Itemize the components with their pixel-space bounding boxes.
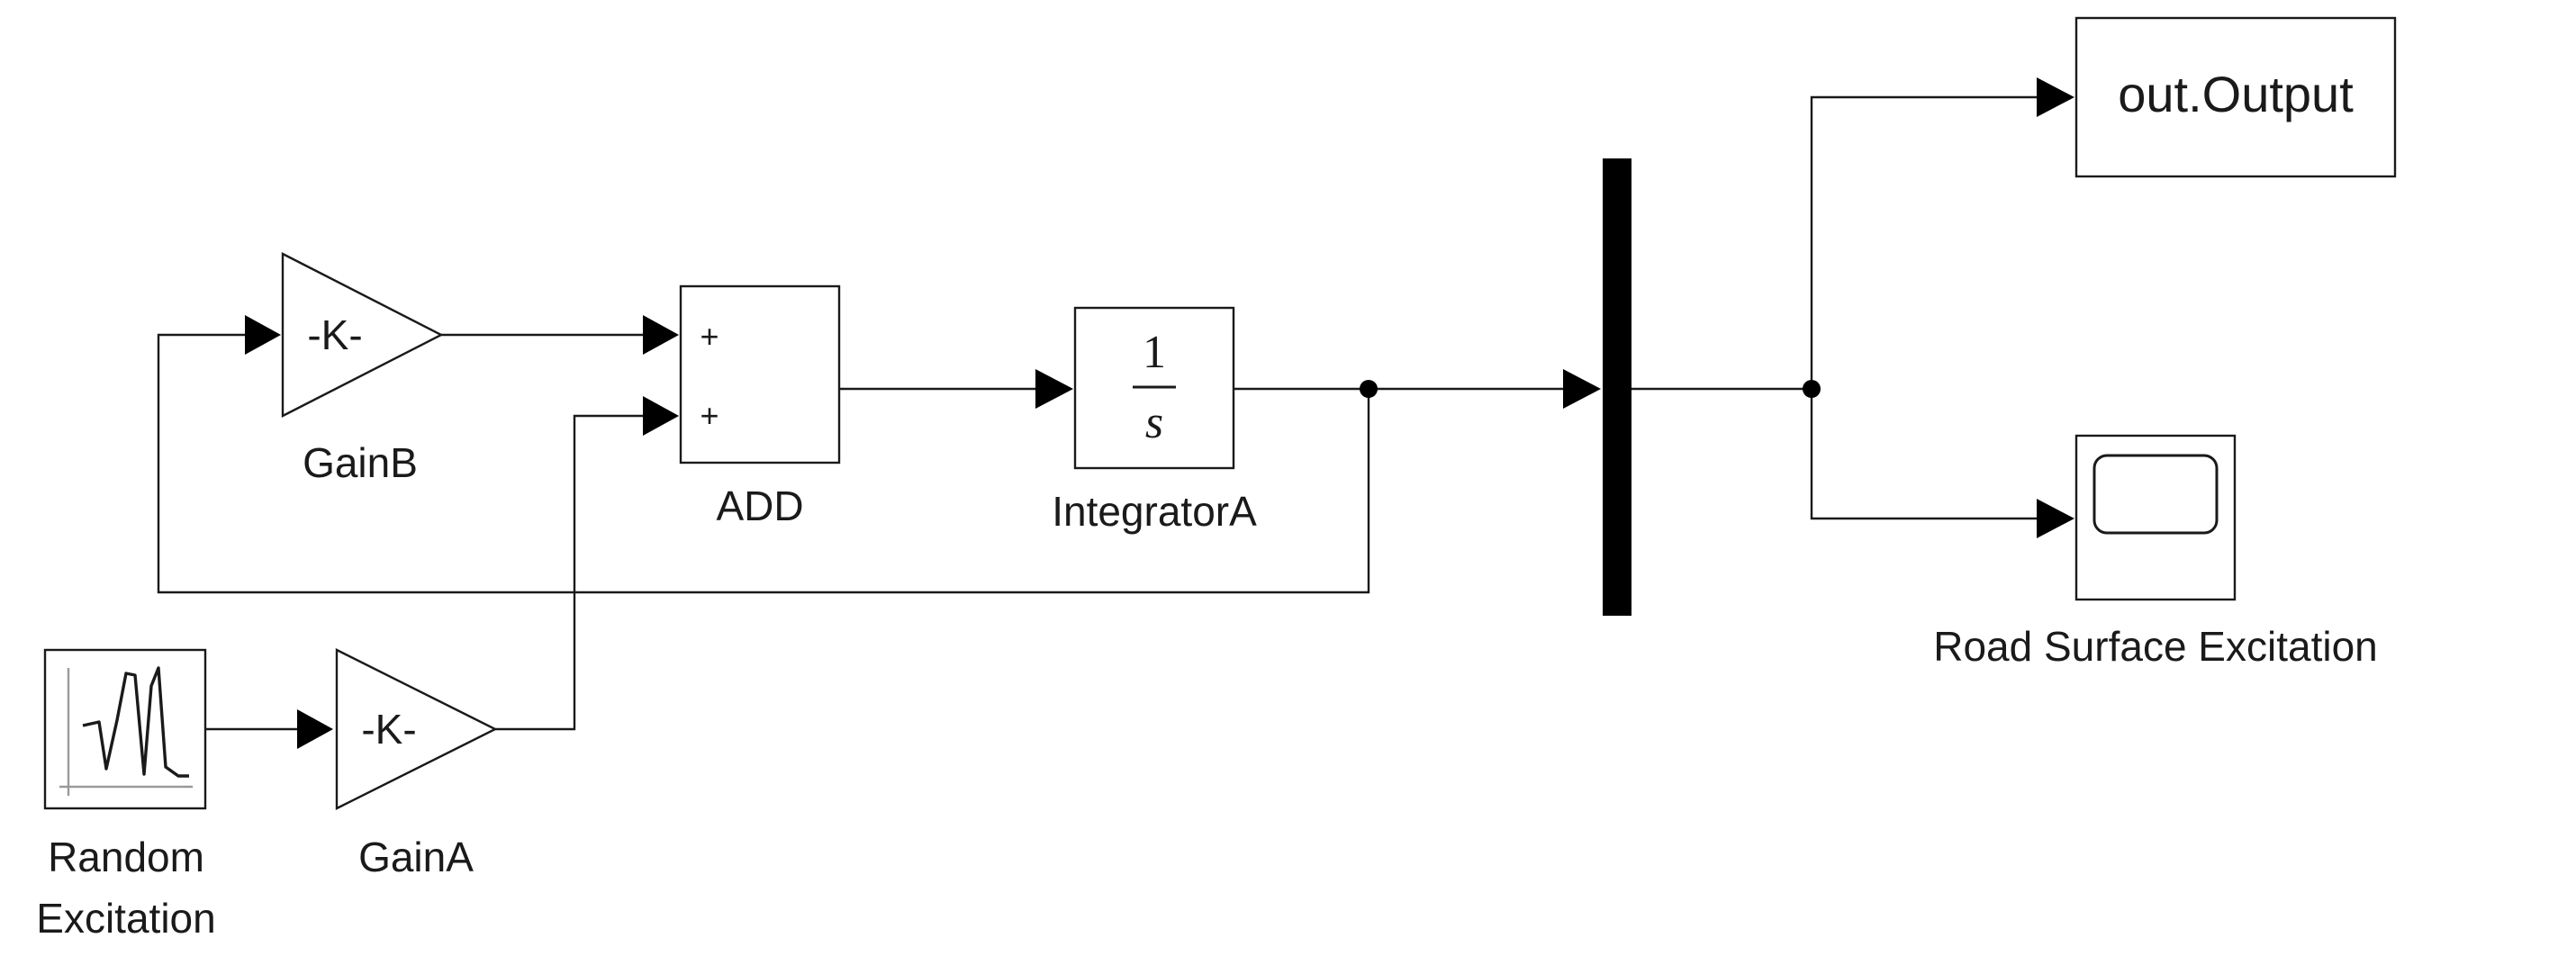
arrow-integrator-in (1035, 369, 1073, 409)
arrow-mux-in (1563, 369, 1601, 409)
gaina-block[interactable]: -K- GainA (335, 648, 498, 880)
wire-gaina-to-add[interactable] (495, 414, 646, 731)
arrow-scope-in (2037, 499, 2074, 538)
arrow-gaina-in (297, 709, 333, 749)
to-workspace-rect[interactable] (2074, 16, 2397, 178)
wire-to-scope[interactable] (1810, 389, 2037, 520)
arrowheads (245, 77, 2074, 749)
integrator-denominator: s (1145, 397, 1163, 448)
gainb-block[interactable]: -K- GainB (281, 252, 444, 486)
gaina-text: -K- (361, 706, 416, 753)
add-port1-sign: + (700, 318, 719, 355)
signal-plot-icon (59, 666, 193, 796)
random-excitation-label-line1: Random (48, 834, 204, 880)
wire-to-workspace[interactable] (1810, 95, 2037, 389)
add-port2-sign: + (700, 397, 719, 434)
add-block[interactable]: + + ADD (679, 284, 841, 529)
wire-feedback[interactable] (157, 333, 1370, 594)
arrow-add-in1 (643, 315, 679, 355)
integrator-label: IntegratorA (1052, 488, 1257, 535)
random-excitation-block[interactable]: Random Excitation (36, 648, 216, 942)
integrator-numerator: 1 (1143, 327, 1166, 378)
gainb-text: -K- (307, 311, 362, 358)
gaina-triangle[interactable] (335, 648, 498, 810)
arrow-add-in2 (643, 396, 679, 436)
scope-block[interactable]: Road Surface Excitation (1933, 434, 2378, 670)
scope-screen-icon (2092, 454, 2219, 535)
gainb-triangle[interactable] (281, 252, 444, 418)
add-rect[interactable] (679, 284, 841, 464)
scope-label: Road Surface Excitation (1933, 623, 2378, 670)
branch-point-output (1803, 380, 1821, 398)
signal-lines (157, 95, 2037, 731)
to-workspace-text: out.Output (2118, 66, 2354, 122)
gaina-label: GainA (358, 834, 474, 880)
add-label: ADD (716, 483, 803, 529)
gainb-label: GainB (303, 439, 418, 486)
random-excitation-label-line2: Excitation (36, 895, 215, 942)
integrator-block[interactable]: 1 s IntegratorA (1052, 306, 1257, 535)
arrow-workspace-in (2037, 77, 2074, 117)
mux-block[interactable] (1603, 158, 1631, 616)
mux-bar[interactable] (1603, 158, 1631, 616)
arrow-gainb-in (245, 315, 281, 355)
to-workspace-block[interactable]: out.Output (2074, 16, 2397, 178)
branch-point-feedback (1360, 380, 1378, 398)
